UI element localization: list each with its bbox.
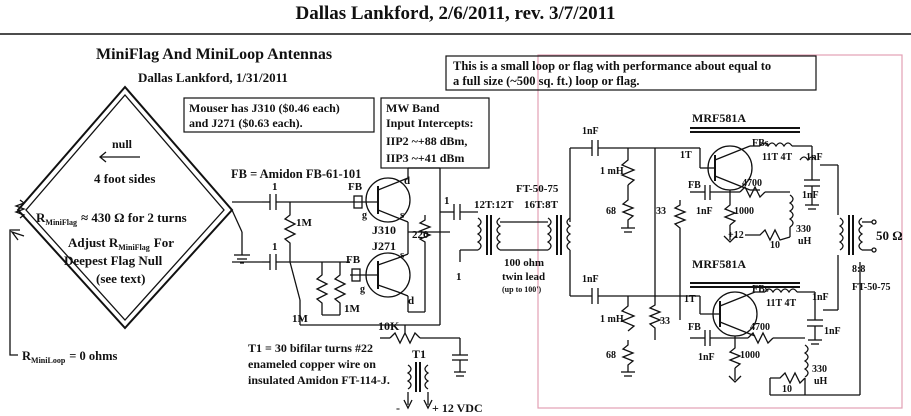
resistor-1000-label: 1000 bbox=[740, 350, 760, 361]
mw-note-line3: IIP2 ~+88 dBm, bbox=[386, 134, 467, 148]
sides-label: 4 foot sides bbox=[94, 171, 155, 186]
resistor-10-label: 10 bbox=[770, 240, 780, 251]
inductor-330-label: 330 bbox=[812, 364, 827, 375]
mouser-note-line1: Mouser has J310 ($0.46 each) bbox=[189, 101, 340, 115]
antenna-byline: Dallas Lankford, 1/31/2011 bbox=[138, 70, 288, 85]
cap-1nf-label: 1nF bbox=[696, 206, 713, 217]
cap-label: 1 bbox=[272, 241, 278, 253]
null-label: null bbox=[112, 137, 133, 151]
cap-1nf-label: 1nF bbox=[582, 274, 599, 285]
summary-note-line1: This is a small loop or flag with perfor… bbox=[453, 59, 771, 73]
twinlead-label-2: twin lead bbox=[502, 271, 545, 283]
see-text-label: (see text) bbox=[96, 271, 145, 286]
fb-label: FB bbox=[348, 181, 363, 193]
mouser-note-line2: and J271 ($0.63 each). bbox=[189, 116, 303, 130]
resistor-1m-label: 1M bbox=[292, 313, 309, 325]
cap-1nf-label: 1nF bbox=[802, 190, 819, 201]
gate-label: g bbox=[362, 210, 367, 221]
turns-1t-label: 1T bbox=[680, 150, 692, 161]
j310-label: J310 bbox=[372, 223, 396, 237]
cap-1nf-label: 1nF bbox=[812, 292, 829, 303]
antenna-title: MiniFlag And MiniLoop Antennas bbox=[96, 46, 332, 63]
resistor-68-label: 68 bbox=[606, 206, 616, 217]
vdc-label: + 12 VDC bbox=[432, 401, 483, 415]
cap-1nf-label: 1nF bbox=[582, 126, 599, 137]
resistor-4700-label: 4700 bbox=[742, 178, 762, 189]
t1-note-line2: enameled copper wire on bbox=[248, 357, 376, 371]
transformer-16t-label: 16T:8T bbox=[524, 199, 559, 211]
drain-label: d bbox=[404, 175, 410, 187]
fbs-label: FBs bbox=[752, 138, 769, 149]
t1-label: T1 bbox=[412, 347, 426, 361]
ft5075-label: FT-50-75 bbox=[516, 183, 559, 195]
resistor-1m-label: 1M bbox=[344, 303, 361, 315]
cap-label: 1 bbox=[456, 271, 462, 283]
resistor-4700-label: 4700 bbox=[750, 322, 770, 333]
fb-amidon-label: FB = Amidon FB-61-101 bbox=[231, 167, 361, 181]
rminiloop-label: RMiniLoop= 0 ohms bbox=[22, 349, 118, 365]
turns-1t-label: 1T bbox=[684, 294, 696, 305]
fb-label: FB bbox=[688, 180, 701, 191]
twinlead-label-1: 100 ohm bbox=[504, 257, 544, 269]
resistor-33-label: 33 bbox=[660, 316, 670, 327]
resistor-33-label: 33 bbox=[656, 206, 666, 217]
resistor-68-label: 68 bbox=[606, 350, 616, 361]
cap-label: 1 bbox=[272, 181, 278, 193]
fb-label: FB bbox=[346, 254, 361, 266]
inductor-1mh-label: 1 mH bbox=[600, 314, 624, 325]
cap-1nf-label: 1nF bbox=[806, 152, 823, 163]
transformer-12t-label: 12T:12T bbox=[474, 199, 514, 211]
resistor-1000-label: 1000 bbox=[734, 206, 754, 217]
cap-label: 1 bbox=[444, 195, 450, 207]
fbs-label: FBs bbox=[752, 284, 769, 295]
page-title: Dallas Lankford, 2/6/2011, rev. 3/7/2011 bbox=[295, 3, 616, 24]
j271-label: J271 bbox=[372, 239, 396, 253]
turns-11t4t-label: 11T 4T bbox=[762, 152, 792, 163]
t1-note-line1: T1 = 30 bifilar turns #22 bbox=[248, 341, 373, 355]
twinlead-label-3: (up to 100') bbox=[502, 285, 541, 294]
resistor-1m-label: 1M bbox=[296, 217, 313, 229]
ft5075-label: FT-50-75 bbox=[852, 282, 891, 293]
inductor-1mh-label: 1 mH bbox=[600, 166, 624, 177]
source-label: s bbox=[400, 209, 405, 221]
source-label: s bbox=[400, 249, 405, 261]
turns-11t4t-label: 11T 4T bbox=[766, 298, 796, 309]
gate-label: g bbox=[360, 284, 365, 295]
resistor-10-label: 10 bbox=[782, 384, 792, 395]
t1-note-line3: insulated Amidon FT-114-J. bbox=[248, 373, 390, 387]
minus-label: - bbox=[396, 401, 400, 415]
mw-note-line1: MW Band bbox=[386, 101, 440, 115]
pot-10k-label: 10K bbox=[378, 319, 400, 333]
mrf-bottom-label: MRF581A bbox=[692, 257, 746, 271]
inductor-330-label: 330 bbox=[796, 224, 811, 235]
rminiflag-label: RMiniFlag≈ 430 Ω for 2 turns bbox=[36, 210, 187, 227]
mw-note-line2: Input Intercepts: bbox=[386, 116, 473, 130]
inductor-uh-label: uH bbox=[798, 236, 812, 247]
cap-1nf-label: 1nF bbox=[824, 326, 841, 337]
ratio-88-label: 8:8 bbox=[852, 264, 865, 275]
ohm50-label: 50 Ω bbox=[876, 228, 903, 243]
mw-note-line4: IIP3 ~+41 dBm bbox=[386, 151, 464, 165]
mrf-top-label: MRF581A bbox=[692, 111, 746, 125]
inductor-uh-label: uH bbox=[814, 376, 828, 387]
drain-label: d bbox=[408, 295, 414, 307]
deepest-null-label: Deepest Flag Null bbox=[64, 253, 163, 268]
fb-label: FB bbox=[688, 322, 701, 333]
summary-note-line2: a full size (~500 sq. ft.) loop or flag. bbox=[453, 74, 639, 88]
plus12-label: +12 bbox=[728, 230, 744, 241]
cap-1nf-label: 1nF bbox=[698, 352, 715, 363]
resistor-220-label: 220 bbox=[412, 229, 429, 241]
